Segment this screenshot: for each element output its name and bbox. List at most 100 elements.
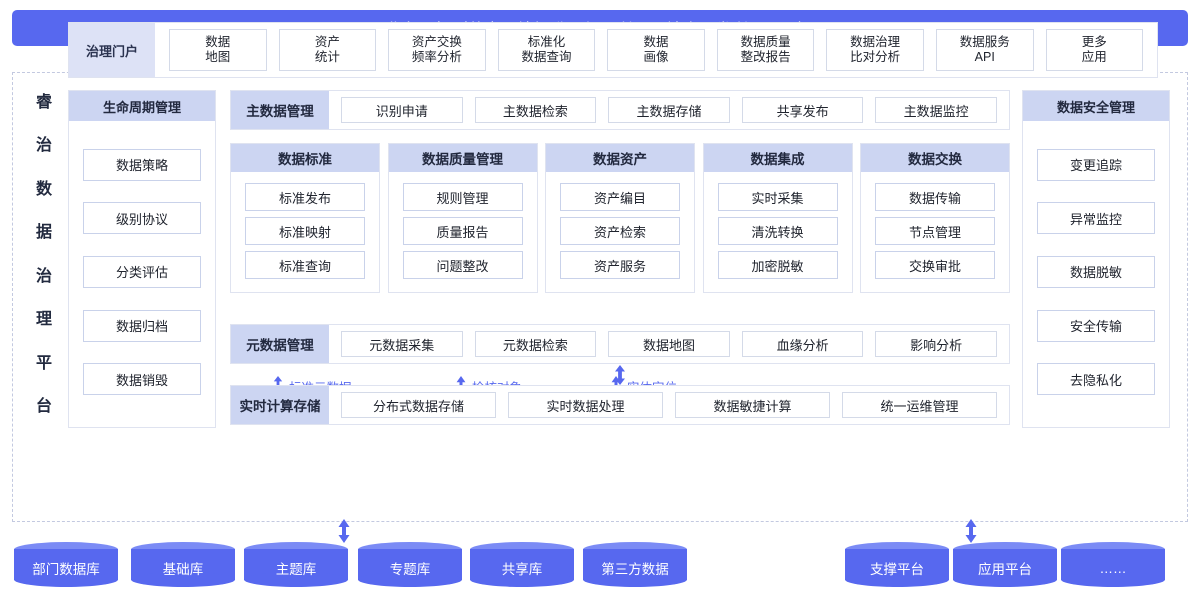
- data-source-cylinder[interactable]: 主题库: [244, 542, 348, 588]
- governance-portal-row: 治理门户 数据 地图 资产 统计 资产交换 频率分析 标准化 数据查询 数据 画…: [68, 22, 1158, 78]
- card-item-list: 标准发布 标准映射 标准查询: [231, 172, 379, 292]
- master-data-item[interactable]: 主数据存储: [608, 97, 730, 123]
- security-item[interactable]: 去隐私化: [1037, 363, 1155, 396]
- card-item[interactable]: 交换审批: [875, 251, 995, 279]
- metadata-item[interactable]: 血缘分析: [741, 331, 864, 357]
- realtime-item[interactable]: 实时数据处理: [508, 392, 663, 418]
- platform-vertical-title: 睿 治 数 据 治 理 平 台: [22, 95, 66, 415]
- lifecycle-panel-title: 生命周期管理: [69, 91, 215, 121]
- metadata-item[interactable]: 影响分析: [875, 331, 997, 357]
- metadata-management-row: 元数据管理 元数据采集 元数据检索 数据地图 血缘分析 影响分析: [230, 324, 1010, 364]
- lifecycle-item[interactable]: 级别协议: [83, 202, 201, 235]
- capability-card-grid: 数据标准 标准发布 标准映射 标准查询 数据质量管理 规则管理 质量报告 问题整…: [230, 143, 1010, 293]
- portal-item[interactable]: 更多 应用: [1045, 29, 1144, 71]
- card-item[interactable]: 规则管理: [402, 183, 523, 211]
- cylinder-bottom-ellipse: [1061, 572, 1165, 587]
- portal-item-line2: 地图: [205, 50, 231, 64]
- cylinder-label: 主题库: [275, 562, 317, 577]
- metadata-item[interactable]: 元数据检索: [474, 331, 597, 357]
- card-item[interactable]: 质量报告: [402, 217, 523, 245]
- platform-title-char: 治: [35, 267, 52, 285]
- realtime-item[interactable]: 分布式数据存储: [341, 392, 496, 418]
- data-source-cylinder[interactable]: 基础库: [131, 542, 235, 588]
- lifecycle-item[interactable]: 数据归档: [83, 309, 201, 342]
- master-data-item[interactable]: 共享发布: [741, 97, 864, 123]
- capability-card: 数据交换 数据传输 节点管理 交换审批: [860, 143, 1010, 293]
- card-item[interactable]: 数据传输: [875, 183, 995, 211]
- data-source-cylinder[interactable]: 第三方数据: [583, 542, 687, 588]
- security-item[interactable]: 数据脱敏: [1037, 255, 1155, 288]
- portal-item-line1: 数据: [643, 34, 669, 49]
- portal-item-line2: 频率分析: [411, 50, 462, 64]
- lifecycle-item[interactable]: 分类评估: [83, 255, 201, 288]
- security-item-list: 变更追踪 异常监控 数据脱敏 安全传输 去隐私化: [1023, 121, 1169, 427]
- platform-cylinder[interactable]: ……: [1061, 542, 1165, 588]
- security-item[interactable]: 变更追踪: [1037, 148, 1155, 181]
- capability-card: 数据集成 实时采集 清洗转换 加密脱敏: [702, 143, 853, 293]
- portal-item[interactable]: 资产 统计: [278, 29, 377, 71]
- platform-cylinder[interactable]: 应用平台: [953, 542, 1057, 588]
- cylinder-bottom-ellipse: [583, 572, 687, 587]
- platform-title-char: 台: [35, 397, 52, 415]
- portal-item[interactable]: 数据 画像: [607, 29, 705, 71]
- card-item[interactable]: 标准查询: [245, 251, 365, 279]
- portal-item[interactable]: 数据质量 整改报告: [716, 29, 815, 71]
- metadata-label: 元数据管理: [231, 325, 329, 363]
- security-item[interactable]: 异常监控: [1037, 202, 1155, 235]
- capability-card: 数据标准 标准发布 标准映射 标准查询: [230, 143, 380, 293]
- data-security-panel: 数据安全管理 变更追踪 异常监控 数据脱敏 安全传输 去隐私化: [1022, 90, 1170, 428]
- card-item[interactable]: 节点管理: [875, 217, 995, 245]
- portal-item[interactable]: 数据 地图: [169, 29, 267, 71]
- cylinder-label: 专题库: [389, 562, 431, 577]
- cylinder-label: 共享库: [501, 562, 543, 577]
- card-item[interactable]: 标准映射: [245, 217, 365, 245]
- portal-label: 治理门户: [69, 23, 155, 77]
- card-title: 数据资产: [546, 144, 694, 172]
- card-item[interactable]: 资产服务: [560, 251, 680, 279]
- portal-item[interactable]: 数据服务 API: [935, 29, 1034, 71]
- lifecycle-item[interactable]: 数据策略: [83, 148, 201, 181]
- lifecycle-item[interactable]: 数据销毁: [83, 363, 201, 396]
- lifecycle-item-list: 数据策略 级别协议 分类评估 数据归档 数据销毁: [69, 121, 215, 427]
- realtime-item-list: 分布式数据存储 实时数据处理 数据敏捷计算 统一运维管理: [329, 386, 1009, 424]
- platform-title-char: 理: [35, 311, 52, 329]
- portal-item-line2: 统计: [314, 50, 340, 64]
- card-item[interactable]: 资产编目: [560, 183, 680, 211]
- card-item[interactable]: 问题整改: [402, 251, 523, 279]
- portal-item-line1: 数据: [205, 34, 231, 49]
- data-source-cylinder[interactable]: 部门数据库: [14, 542, 118, 588]
- double-arrow-icon-metadata-realtime: [611, 364, 629, 386]
- portal-item[interactable]: 数据治理 比对分析: [826, 29, 924, 71]
- portal-item-line1: 更多: [1081, 34, 1107, 49]
- cylinder-label: 第三方数据: [601, 562, 669, 577]
- metadata-item[interactable]: 数据地图: [608, 331, 730, 357]
- cylinder-bottom-ellipse: [470, 572, 574, 587]
- portal-item-line2: 整改报告: [740, 50, 791, 64]
- metadata-item[interactable]: 元数据采集: [341, 331, 463, 357]
- master-data-item[interactable]: 识别申请: [341, 97, 463, 123]
- lifecycle-management-panel: 生命周期管理 数据策略 级别协议 分类评估 数据归档 数据销毁: [68, 90, 216, 428]
- platform-cylinder[interactable]: 支撑平台: [845, 542, 949, 588]
- realtime-item[interactable]: 统一运维管理: [842, 392, 997, 418]
- card-item[interactable]: 资产检索: [560, 217, 680, 245]
- realtime-item[interactable]: 数据敏捷计算: [675, 392, 830, 418]
- card-item[interactable]: 加密脱敏: [717, 251, 838, 279]
- security-item[interactable]: 安全传输: [1037, 309, 1155, 342]
- portal-item-line1: 标准化: [527, 34, 566, 49]
- data-source-cylinder[interactable]: 专题库: [358, 542, 462, 588]
- card-item[interactable]: 标准发布: [245, 183, 365, 211]
- portal-item[interactable]: 资产交换 频率分析: [388, 29, 486, 71]
- portal-item-line1: 数据服务: [959, 34, 1010, 49]
- card-item-list: 实时采集 清洗转换 加密脱敏: [704, 172, 852, 292]
- cylinder-label: 部门数据库: [32, 562, 100, 577]
- master-data-item[interactable]: 主数据检索: [474, 97, 597, 123]
- card-item[interactable]: 清洗转换: [717, 217, 838, 245]
- portal-item[interactable]: 标准化 数据查询: [497, 29, 596, 71]
- data-source-cylinder[interactable]: 共享库: [470, 542, 574, 588]
- double-arrow-icon-sources-right: [962, 518, 980, 544]
- master-data-item[interactable]: 主数据监控: [875, 97, 997, 123]
- platform-title-char: 睿: [35, 94, 52, 111]
- card-item-list: 规则管理 质量报告 问题整改: [389, 172, 537, 292]
- card-item[interactable]: 实时采集: [717, 183, 838, 211]
- card-item-list: 资产编目 资产检索 资产服务: [546, 172, 694, 292]
